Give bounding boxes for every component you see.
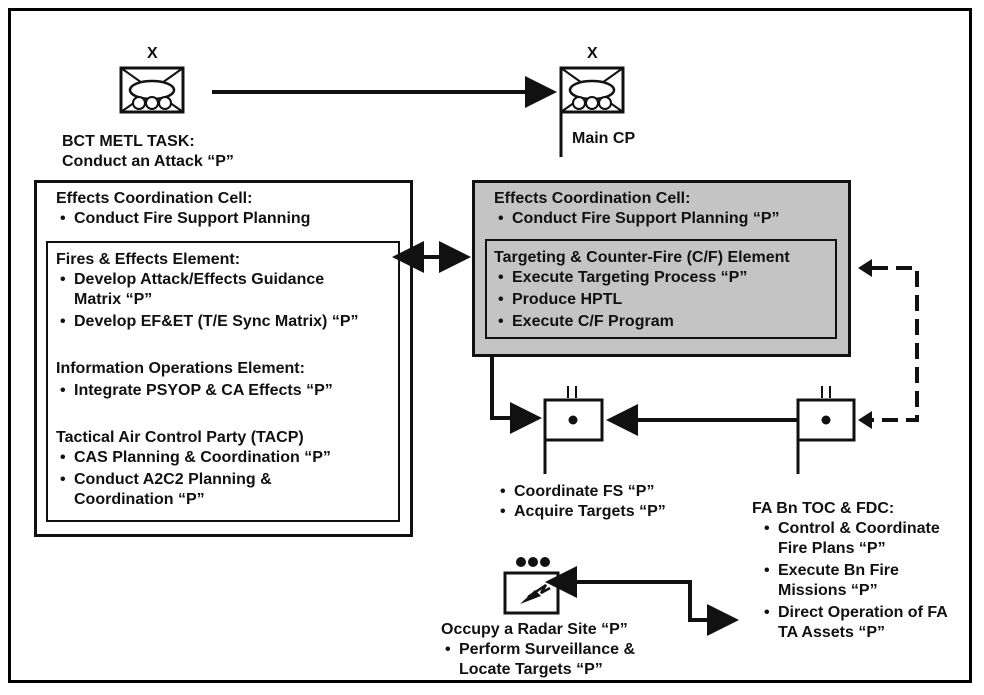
tacp-item-2-cont: Coordination “P”	[74, 491, 205, 508]
main-cp-echelon-mark: X	[587, 45, 598, 62]
bct-echelon-mark: X	[147, 45, 158, 62]
right-cell-title: Effects Coordination Cell:	[494, 190, 691, 207]
info-ops-item: Integrate PSYOP & CA Effects “P”	[60, 381, 333, 401]
targeting-title: Targeting & Counter-Fire (C/F) Element	[494, 249, 790, 266]
fires-title: Fires & Effects Element:	[56, 251, 241, 268]
radar-unit-symbol	[503, 557, 560, 615]
fa-bn-item-2: Execute Bn Fire	[764, 561, 899, 581]
fires-item-1: Develop Attack/Effects Guidance	[60, 270, 324, 290]
fa-bn-item-1: Control & Coordinate	[764, 519, 940, 539]
bct-unit-symbol	[119, 66, 185, 114]
radar-to-fa-bn-arrow	[545, 566, 739, 636]
fa-bn-item-2-cont: Missions “P”	[778, 582, 878, 599]
main-cp-label: Main CP	[572, 130, 636, 147]
main-cp-unit-symbol	[559, 66, 625, 157]
fires-item-1-cont: Matrix “P”	[74, 291, 153, 308]
fa-bn-item-3-cont: TA Assets “P”	[778, 624, 885, 641]
targeting-item-3: Execute C/F Program	[498, 312, 674, 332]
fs-item-1: Coordinate FS “P”	[500, 482, 654, 502]
fa-bn-unit-symbol	[796, 386, 856, 474]
targeting-element	[485, 239, 837, 339]
left-cell-item: Conduct Fire Support Planning	[60, 209, 310, 229]
radar-title: Occupy a Radar Site “P”	[441, 621, 628, 638]
bct-task: Conduct an Attack “P”	[62, 153, 234, 170]
tacp-item-1: CAS Planning & Coordination “P”	[60, 448, 331, 468]
bct-task-heading: BCT METL TASK:	[62, 133, 195, 150]
cell-to-fs-arrow	[490, 357, 542, 434]
fa-bn-item-3: Direct Operation of FA	[764, 603, 948, 623]
targeting-item-1: Execute Targeting Process “P”	[498, 268, 747, 288]
fa-bn-title: FA Bn TOC & FDC:	[752, 500, 895, 517]
radar-item-1-cont: Locate Targets “P”	[459, 661, 603, 678]
left-cell-title: Effects Coordination Cell:	[56, 190, 253, 207]
left-effects-cell	[34, 180, 413, 537]
fs-item-2: Acquire Targets “P”	[500, 502, 666, 522]
tacp-item-2: Conduct A2C2 Planning &	[60, 470, 272, 490]
info-ops-title: Information Operations Element:	[56, 360, 305, 377]
tacp-title: Tactical Air Control Party (TACP)	[56, 429, 304, 446]
fa-bn-item-1-cont: Fire Plans “P”	[778, 540, 886, 557]
radar-item-1: Perform Surveillance &	[445, 640, 635, 660]
right-cell-item: Conduct Fire Support Planning “P”	[498, 209, 780, 229]
targeting-item-2: Produce HPTL	[498, 290, 622, 310]
fires-item-2: Develop EF&ET (T/E Sync Matrix) “P”	[60, 312, 358, 332]
dashed-coordination-arrow	[862, 266, 919, 422]
fs-unit-symbol	[543, 386, 604, 474]
fires-effects-element	[46, 241, 400, 522]
